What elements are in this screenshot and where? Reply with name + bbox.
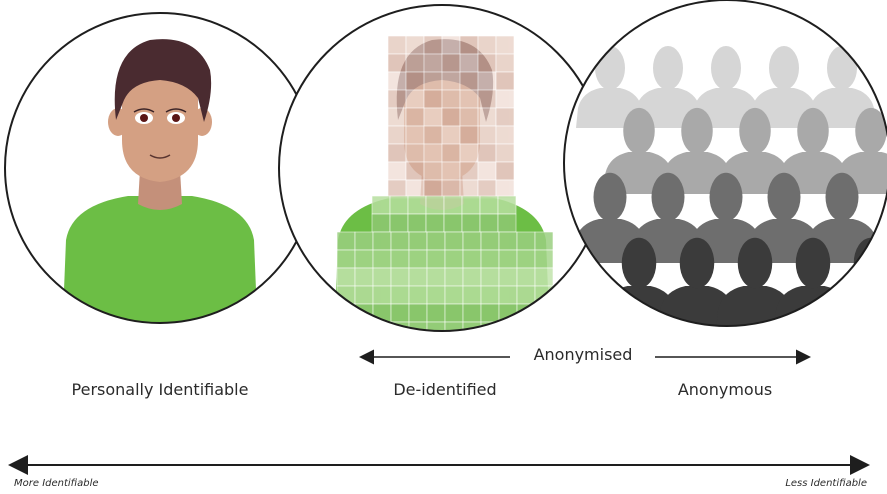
personally-identifiable-label: Personally Identifiable [71,380,249,399]
anonymous-label: Anonymous [677,380,773,399]
more-identifiable-label: More Identifiable [14,478,99,489]
person-icon [62,39,258,323]
anonymised-label: Anonymised [533,345,633,364]
less-identifiable-label: Less Identifiable [785,478,867,489]
anonymous-circle [563,0,887,327]
de-identified-circle [278,4,606,332]
personally-identifiable-circle [4,12,316,324]
de-identified-label: De-identified [393,380,497,399]
